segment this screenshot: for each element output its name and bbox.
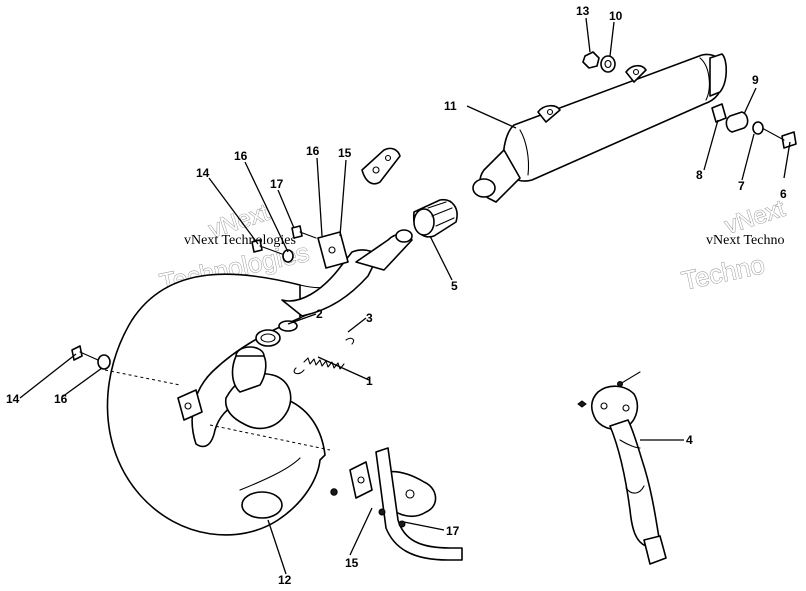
upper-bracket	[317, 147, 401, 269]
callout-13: 13	[576, 4, 590, 18]
callout-2: 2	[316, 307, 323, 321]
callout-14-top: 14	[196, 166, 210, 180]
callout-numbers: 1 2 3 4 5 6 7 8 9 10 11 12 13 14 14 15 1…	[6, 4, 787, 587]
watermark-text-vnext-techno-right: vNext Techno	[706, 233, 784, 248]
callout-10: 10	[609, 9, 623, 23]
expansion-chamber-part-12	[104, 229, 413, 536]
callout-12: 12	[278, 573, 292, 587]
gasket-ring-part-2	[255, 320, 298, 347]
callout-9: 9	[752, 73, 759, 87]
callout-14-left: 14	[6, 392, 20, 406]
callout-15-top: 15	[338, 146, 352, 160]
callout-15-bottom: 15	[345, 556, 359, 570]
callout-11: 11	[444, 99, 457, 113]
callout-4: 4	[686, 433, 693, 447]
hardware-fasteners	[71, 51, 797, 370]
callout-17-top: 17	[270, 177, 284, 191]
callout-1: 1	[366, 374, 373, 388]
callout-16-left: 16	[54, 392, 68, 406]
callout-16-top-right: 16	[306, 144, 320, 158]
watermark-text-vnext-technologies: vNext Technologies	[184, 233, 296, 248]
header-pipe-part-4	[577, 371, 667, 565]
callout-16-top-left: 16	[234, 149, 248, 163]
callout-6: 6	[780, 187, 787, 201]
callout-17-bottom: 17	[446, 524, 460, 538]
lower-bracket	[330, 447, 463, 561]
spring-part-1	[293, 337, 355, 375]
watermark-text-techno-right: Techno	[679, 249, 767, 296]
callout-8: 8	[696, 168, 703, 182]
watermark-right: vNext vNext Techno Techno	[679, 195, 789, 297]
silencer-part-11	[472, 53, 728, 203]
callout-3: 3	[366, 311, 373, 325]
callout-leaders	[19, 17, 791, 575]
callout-7: 7	[738, 179, 745, 193]
callout-5: 5	[451, 279, 458, 293]
coupling-sleeve-part-5	[412, 198, 458, 238]
